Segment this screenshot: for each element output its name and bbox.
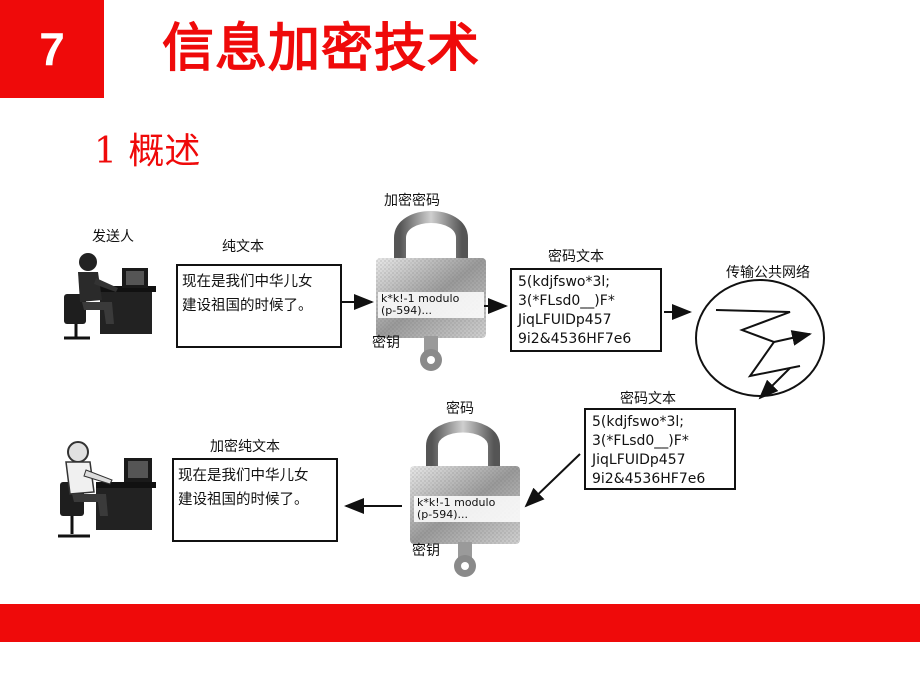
plaintext-line: 建设祖国的时候了。 — [182, 298, 313, 314]
ciphertext-line: 3(*FLsd0__)F* — [518, 293, 615, 309]
sender-person-icon — [64, 253, 156, 340]
encryption-key-label: 密钥 — [372, 335, 400, 351]
ciphertext-line: 9i2&4536HF7e6 — [592, 471, 706, 487]
decrypted-plaintext-box: 现在是我们中华儿女 建设祖国的时候了。 — [172, 458, 338, 542]
decryption-key-icon — [454, 542, 476, 577]
decryption-lock-formula: k*k!-1 modulo (p-594)... — [414, 496, 520, 522]
ciphertext-line: JiqLFUIDp457 — [518, 312, 612, 328]
encryption-padlock-icon — [376, 211, 486, 338]
lock-formula-line: k*k!-1 modulo — [381, 292, 460, 305]
encryption-lock-title: 加密密码 — [384, 193, 440, 209]
receiver-person-icon — [58, 441, 156, 538]
network-label: 传输公共网络 — [726, 265, 810, 281]
page-title: 信息加密技术 — [162, 19, 481, 79]
plaintext-line: 现在是我们中华儿女 — [182, 274, 313, 290]
decryption-lock-title: 密码 — [446, 401, 474, 417]
footer-accent-bar — [0, 604, 920, 642]
ciphertext-box-bottom: 5(kdjfswo*3l; 3(*FLsd0__)F* JiqLFUIDp457… — [584, 408, 736, 490]
ciphertext-line: 3(*FLsd0__)F* — [592, 433, 689, 449]
encryption-lock-formula: k*k!-1 modulo (p-594)... — [378, 292, 484, 318]
ciphertext-line: 9i2&4536HF7e6 — [518, 331, 632, 347]
plaintext-line: 现在是我们中华儿女 — [178, 468, 309, 484]
lock-formula-line: (p-594)... — [417, 508, 469, 521]
decrypted-plaintext-label: 加密纯文本 — [210, 439, 280, 455]
lock-formula-line: k*k!-1 modulo — [417, 496, 496, 509]
section-heading: 1 概述 — [94, 131, 201, 172]
plaintext-label: 纯文本 — [222, 239, 264, 255]
sender-label: 发送人 — [92, 229, 134, 245]
ciphertext-label-bottom: 密码文本 — [620, 391, 676, 407]
ciphertext-line: 5(kdjfswo*3l; — [592, 414, 685, 430]
chapter-number-badge: 7 — [0, 0, 104, 98]
lock-formula-line: (p-594)... — [381, 304, 433, 317]
network-cloud-icon — [695, 279, 825, 397]
ciphertext-line: 5(kdjfswo*3l; — [518, 274, 611, 290]
ciphertext-box-top: 5(kdjfswo*3l; 3(*FLsd0__)F* JiqLFUIDp457… — [510, 268, 662, 352]
decryption-padlock-icon — [410, 420, 520, 544]
plaintext-box: 现在是我们中华儿女 建设祖国的时候了。 — [176, 264, 342, 348]
ciphertext-line: JiqLFUIDp457 — [592, 452, 686, 468]
ciphertext-label-top: 密码文本 — [548, 249, 604, 265]
encryption-key-icon — [420, 336, 442, 371]
decryption-key-label: 密钥 — [412, 543, 440, 559]
plaintext-line: 建设祖国的时候了。 — [178, 492, 309, 508]
